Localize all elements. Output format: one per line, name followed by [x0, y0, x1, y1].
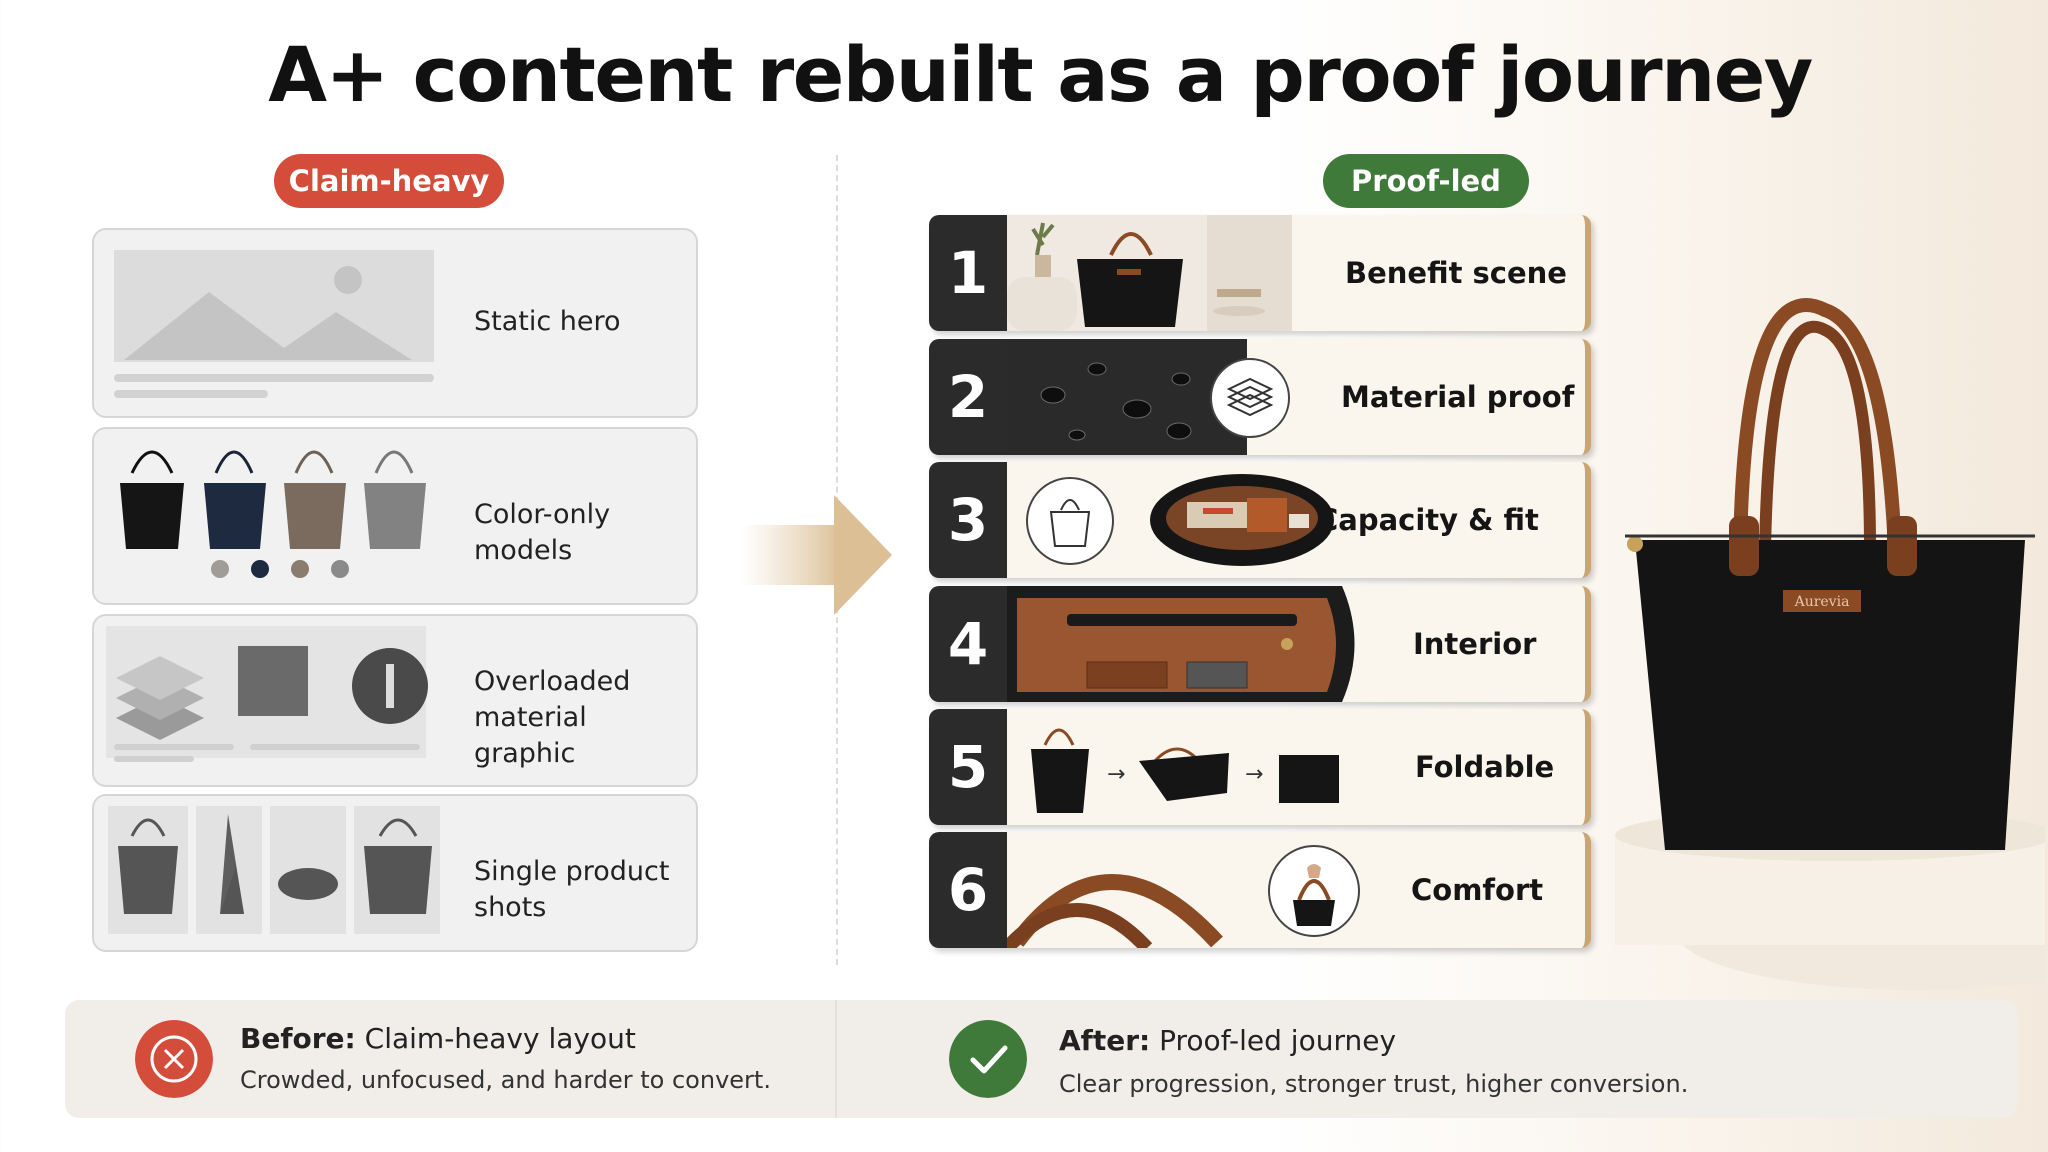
folding-sequence-photo: → → [1031, 728, 1339, 813]
step-number: 6 [929, 832, 1007, 948]
water-beads-fabric-photo [1007, 339, 1247, 455]
arrow-right-icon [740, 495, 892, 615]
after-subtitle: Clear progression, stronger trust, highe… [1059, 1070, 1689, 1098]
step-number: 2 [929, 339, 1007, 455]
step-number: 1 [929, 215, 1007, 331]
close-icon [135, 1020, 213, 1098]
banner-divider [835, 1000, 837, 1118]
card-label: Static hero [474, 306, 621, 337]
before-title: Before: Claim-heavy layout [240, 1022, 636, 1055]
svg-text:→: → [1107, 762, 1125, 787]
step-label: Benefit scene [1345, 256, 1567, 290]
card-single-product-shots: Single product shots [92, 794, 698, 952]
bag-outline-icon [1026, 477, 1114, 565]
brand-tag: Aurevia [1794, 594, 1850, 610]
svg-text:→: → [1245, 762, 1263, 787]
step-label: Foldable [1415, 750, 1555, 784]
step-number: 5 [929, 709, 1007, 825]
comparison-banner: Before: Claim-heavy layout Crowded, unfo… [65, 1000, 2017, 1118]
step-interior: 4 Interior [929, 586, 1591, 702]
step-label: Capacity & fit [1317, 503, 1539, 537]
benefit-scene-photo [1007, 215, 1292, 331]
page-title: A+ content rebuilt as a proof journey [268, 30, 1813, 119]
check-icon [949, 1020, 1027, 1098]
packed-bag-photo [1150, 474, 1334, 566]
leather-handles-photo [1007, 874, 1223, 948]
proof-led-tag: Proof-led [1323, 154, 1529, 208]
single-product-thumbnails [108, 806, 440, 934]
after-title: After: Proof-led journey [1059, 1024, 1397, 1057]
step-label: Interior [1413, 627, 1537, 661]
step-comfort: 6 Comfort [929, 832, 1591, 948]
step-material-proof: 2 Material proof [929, 339, 1591, 455]
color-variant-bags [120, 450, 426, 578]
card-overloaded-material: Overloaded material graphic [92, 614, 698, 787]
card-label: Color-only models [474, 499, 611, 566]
claim-heavy-tag: Claim-heavy [274, 154, 504, 208]
card-static-hero: Static hero [92, 228, 698, 418]
hero-product-photo: Aurevia [1615, 298, 2045, 990]
step-benefit-scene: 1 Benefit scene [929, 215, 1591, 331]
fabric-swatch [238, 646, 308, 716]
step-foldable: 5 → → Foldable [929, 709, 1591, 825]
step-capacity-fit: 3 Capacity & fit [929, 462, 1591, 578]
step-label: Comfort [1411, 873, 1544, 907]
image-placeholder-icon [114, 250, 434, 398]
step-number: 4 [929, 586, 1007, 702]
step-number: 3 [929, 462, 1007, 578]
material-collage [106, 626, 428, 762]
step-label: Material proof [1341, 380, 1575, 414]
card-label: Single product shots [474, 856, 670, 923]
before-subtitle: Crowded, unfocused, and harder to conver… [240, 1066, 771, 1094]
interior-pockets-photo [1007, 586, 1367, 702]
card-label: Overloaded material graphic [474, 666, 631, 769]
card-color-only-models: Color-only models [92, 427, 698, 605]
layers-icon [1210, 358, 1290, 438]
hand-holding-bag-icon [1268, 845, 1360, 937]
